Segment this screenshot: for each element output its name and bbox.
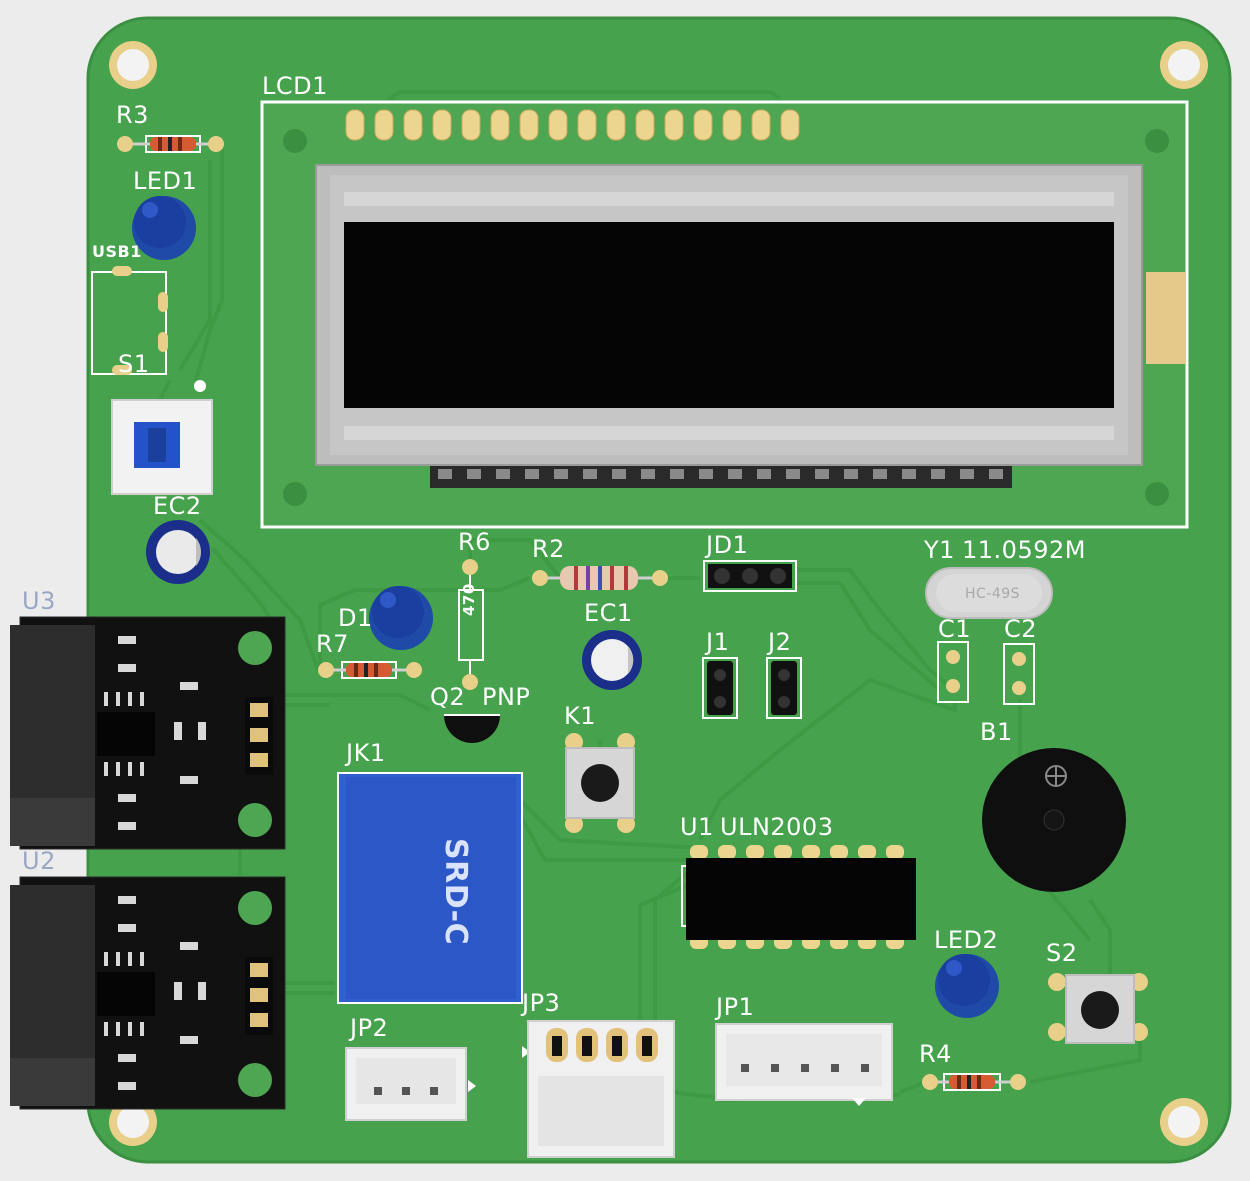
usb1-footprint <box>91 266 168 375</box>
label-y1: Y1 <box>924 536 955 564</box>
resistor-r7 <box>318 661 422 679</box>
module-u2 <box>10 876 286 1110</box>
jumper-j2 <box>766 657 802 719</box>
label-relay-marking: SRD-C <box>438 838 473 946</box>
led1 <box>132 196 196 260</box>
label-u1-part: ULN2003 <box>720 813 834 841</box>
lcd-header-pins <box>345 109 800 141</box>
label-usb1: USB1 <box>92 242 142 261</box>
header-jd1 <box>703 560 797 592</box>
label-q2-type: PNP <box>482 683 531 711</box>
relay-jk1 <box>337 772 523 1004</box>
label-d1: D1 <box>338 604 373 632</box>
label-r7: R7 <box>316 630 349 658</box>
label-jp3: JP3 <box>522 989 561 1017</box>
capacitor-ec1 <box>582 630 642 690</box>
label-ec1: EC1 <box>584 599 633 627</box>
connector-jp3 <box>522 1020 675 1158</box>
label-jd1: JD1 <box>706 531 749 559</box>
label-y1-value: 11.0592M <box>962 536 1086 564</box>
label-lcd1: LCD1 <box>262 72 328 100</box>
label-q2: Q2 <box>430 683 466 711</box>
label-u3: U3 <box>22 587 56 615</box>
label-c2: C2 <box>1004 615 1038 643</box>
label-k1: K1 <box>564 702 597 730</box>
capacitor-c2 <box>1003 643 1035 705</box>
transistor-q2 <box>444 714 500 743</box>
label-jp2: JP2 <box>350 1014 389 1042</box>
label-jk1: JK1 <box>346 739 386 767</box>
jumper-j1 <box>702 657 738 719</box>
label-led2: LED2 <box>934 926 999 954</box>
label-jp1: JP1 <box>716 993 755 1021</box>
resistor-r2 <box>532 566 668 590</box>
label-r2: R2 <box>532 535 565 563</box>
ic-u1 <box>681 845 916 949</box>
label-j1: J1 <box>706 628 730 656</box>
led-d1 <box>369 586 433 650</box>
power-switch <box>111 380 213 495</box>
crystal-y1 <box>925 567 1053 619</box>
lcd1-module <box>260 100 1189 529</box>
label-u2: U2 <box>22 847 56 875</box>
label-s1: S1 <box>118 350 150 378</box>
label-b1: B1 <box>980 718 1013 746</box>
label-r6-value: 470 <box>460 583 478 616</box>
resistor-r3 <box>117 135 224 153</box>
label-crystal-marking: HC-49S <box>965 586 1021 602</box>
label-s2: S2 <box>1046 939 1078 967</box>
capacitor-c1 <box>937 641 969 703</box>
label-r3: R3 <box>116 101 149 129</box>
button-k1 <box>565 733 635 833</box>
label-r6: R6 <box>458 528 491 556</box>
label-u1: U1 <box>680 813 714 841</box>
resistor-r6 <box>458 559 484 690</box>
label-led1: LED1 <box>133 167 198 195</box>
lcd-screen <box>344 222 1114 408</box>
label-j2: J2 <box>768 628 792 656</box>
connector-jp2 <box>345 1047 476 1121</box>
buzzer-b1 <box>982 748 1126 892</box>
label-ec2: EC2 <box>153 492 202 520</box>
mounting-holes <box>109 41 1208 1146</box>
led2 <box>935 954 999 1018</box>
module-u3 <box>10 616 286 850</box>
resistor-r4 <box>922 1073 1026 1091</box>
label-r4: R4 <box>919 1040 952 1068</box>
button-s2 <box>1048 973 1148 1044</box>
label-c1: C1 <box>938 615 972 643</box>
connector-jp1 <box>715 1023 893 1106</box>
capacitor-ec2 <box>146 520 210 584</box>
